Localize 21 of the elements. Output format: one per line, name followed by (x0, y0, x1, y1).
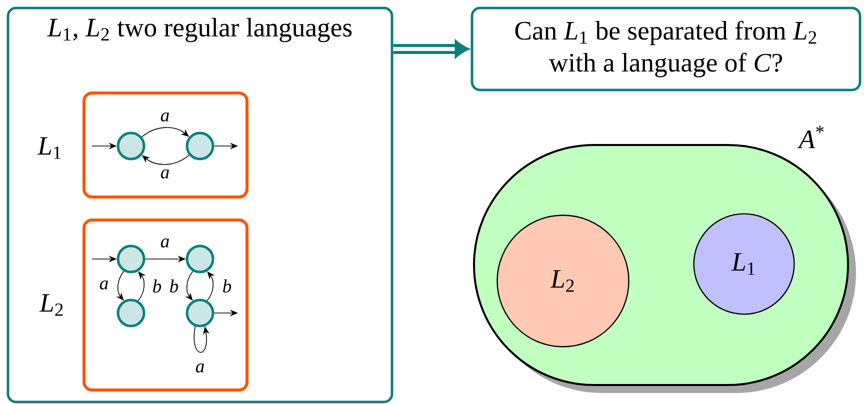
edge-label: a (196, 364, 204, 372)
state-circle (116, 298, 146, 328)
side-label: A$^{*}$ (797, 126, 824, 148)
state-circle (116, 132, 146, 160)
side-label: L$_{2}$ (39, 294, 63, 316)
side-label: L$_{1}$ (37, 137, 61, 159)
automaton-box (82, 92, 248, 198)
edge-label: b (223, 279, 232, 293)
question-box: Can L$_{1}$ be separated from L$_{2}$ with a language of C? (470, 6, 862, 92)
edge-label: a (160, 238, 169, 248)
edge-label: b (170, 279, 178, 293)
edge-label: a (160, 170, 169, 178)
state-circle (186, 132, 214, 160)
edge-label: a (160, 112, 169, 122)
state-circle (186, 298, 214, 328)
edge-label: b (153, 279, 162, 293)
automaton-box (82, 218, 248, 392)
state-circle (116, 244, 146, 274)
edge-label: a (100, 280, 108, 290)
arrow (393, 40, 469, 58)
state-circle (186, 244, 214, 274)
